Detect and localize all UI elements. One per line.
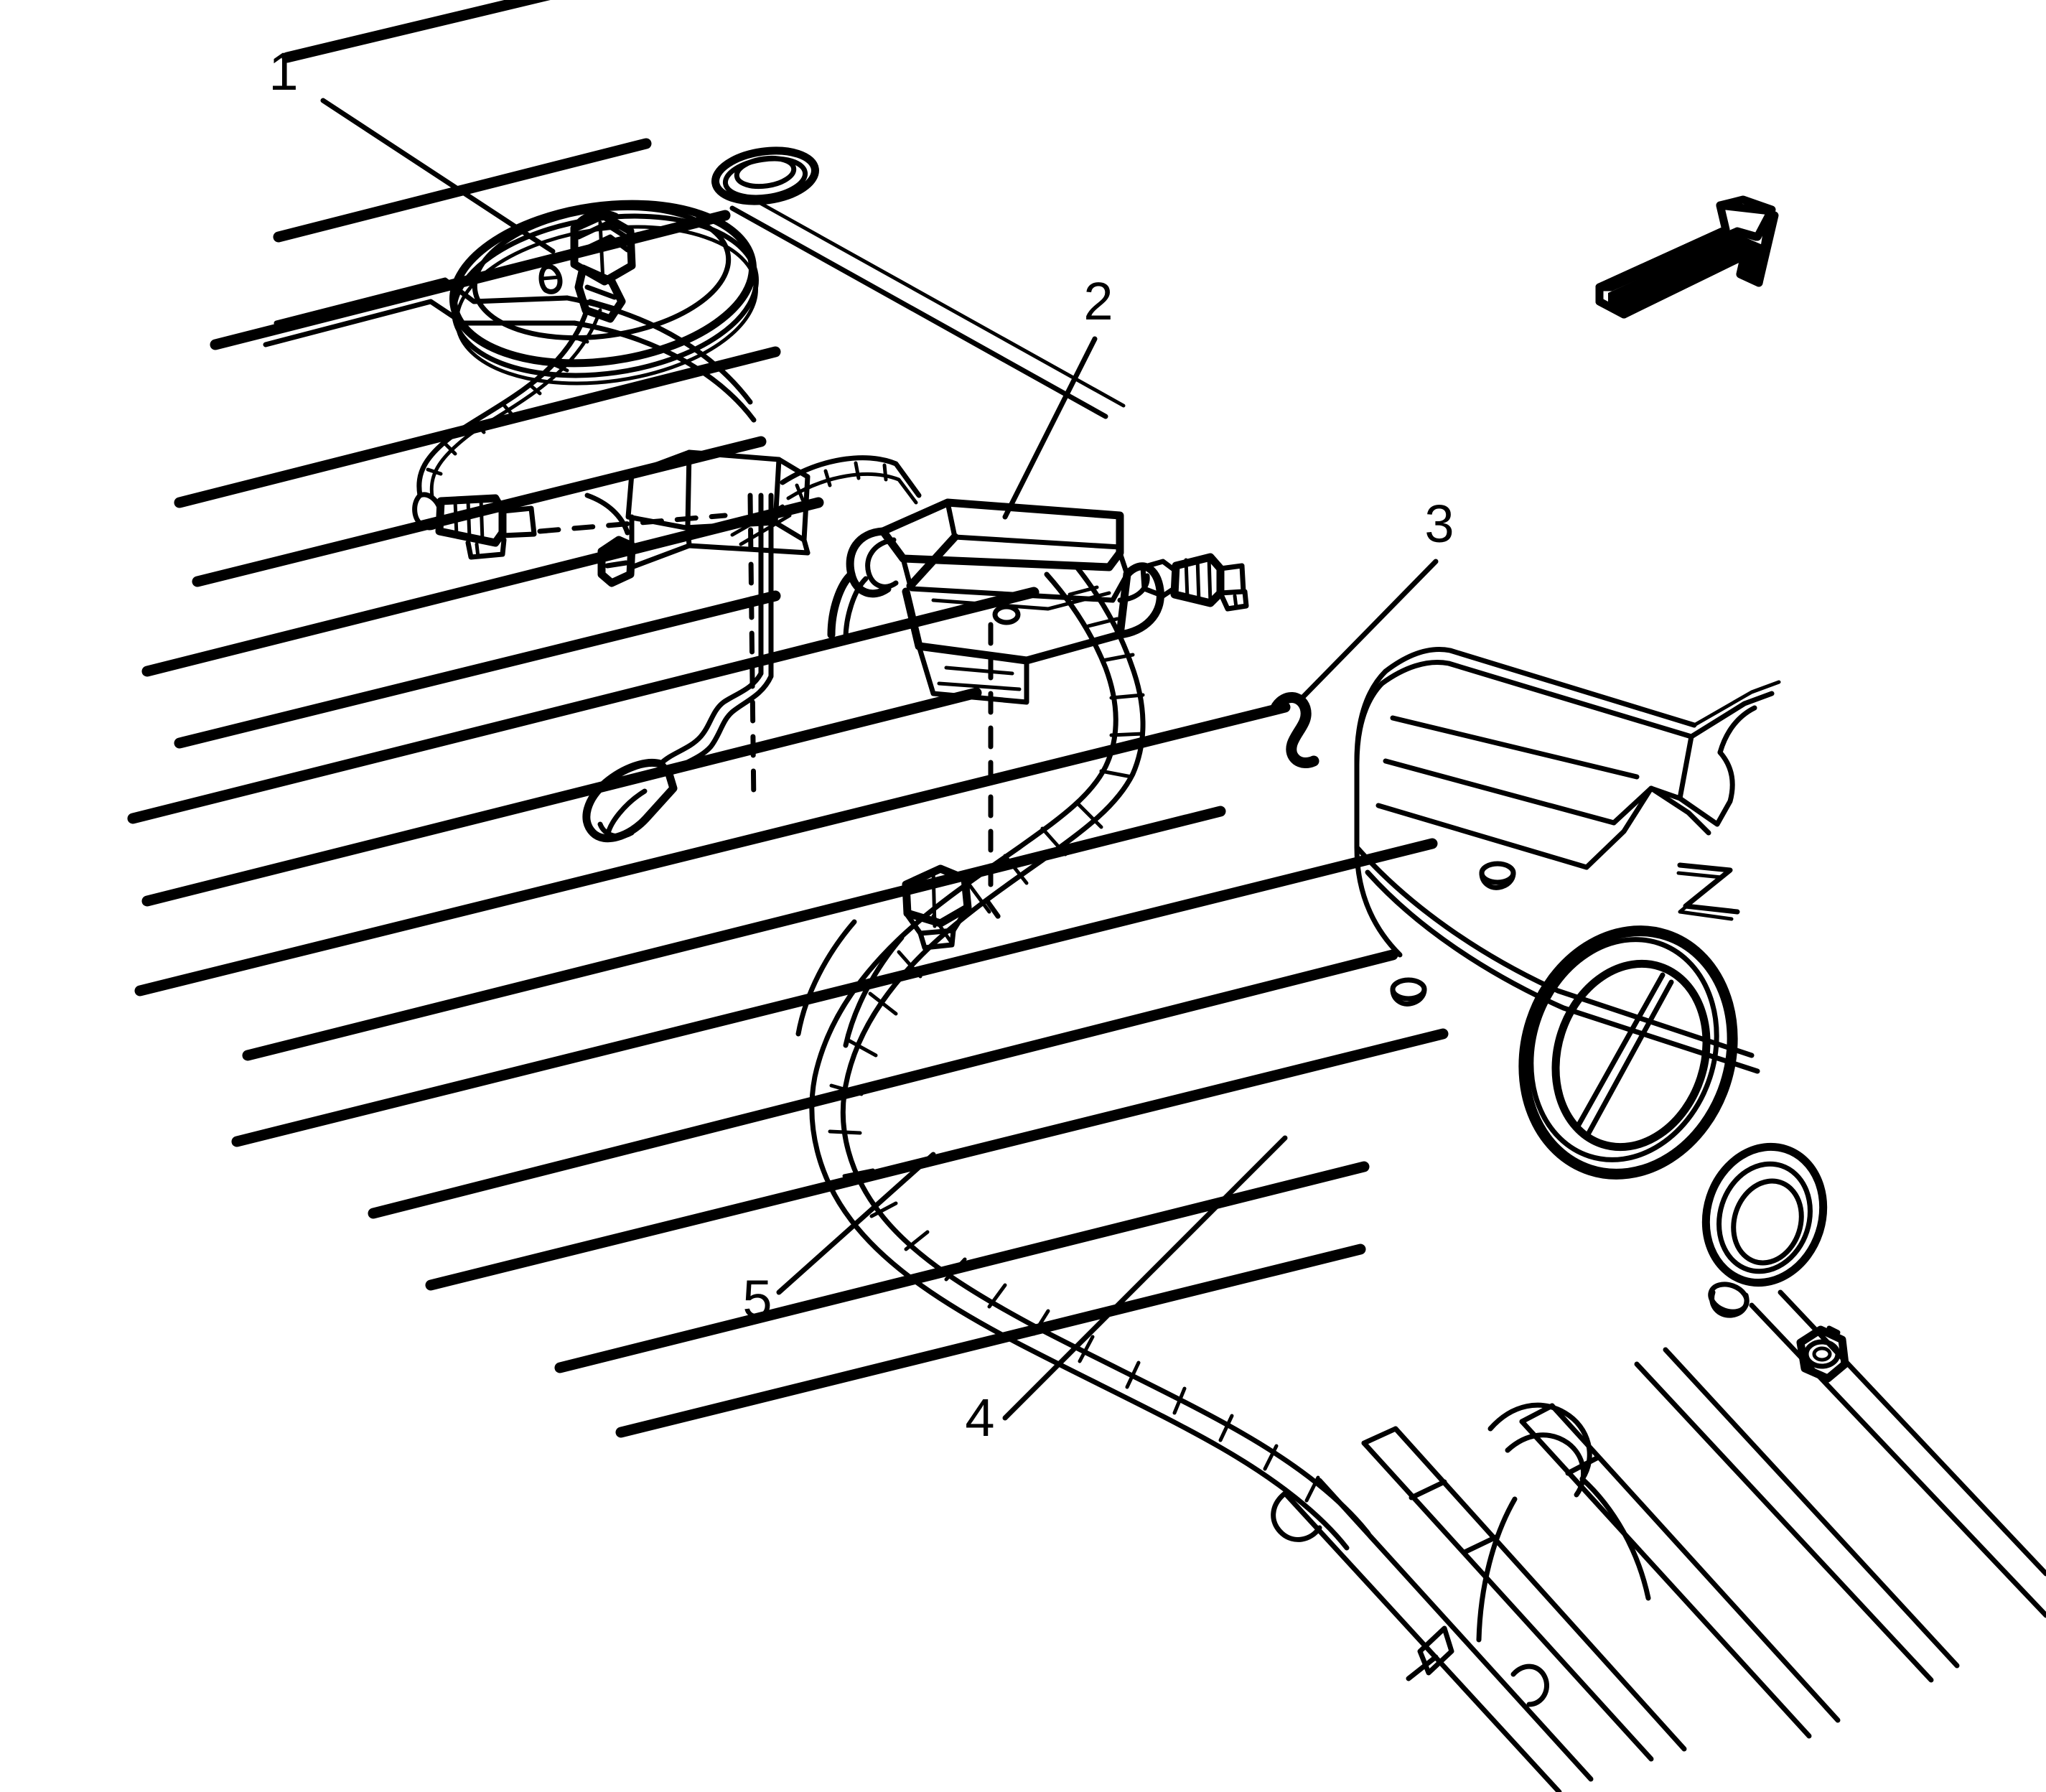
callout-numbers: 1 2 3 4 5 xyxy=(268,42,1454,1447)
inline-harness-connector-right xyxy=(1140,553,1249,612)
leader-line-2 xyxy=(1002,336,1098,520)
callout-number-4: 4 xyxy=(965,1388,994,1447)
leader-line-3 xyxy=(1295,559,1439,705)
orientation-arrow xyxy=(1595,195,1779,319)
callout-leader-lines xyxy=(320,98,1439,1421)
floor-reinforcement-box xyxy=(584,449,811,587)
callout-number-2: 2 xyxy=(1083,271,1113,331)
leader-line-1 xyxy=(320,98,556,254)
fuel-pump-module-connector xyxy=(570,210,636,323)
callout-number-3: 3 xyxy=(1424,494,1454,554)
underbody-harness-routing-clip-marker xyxy=(1271,692,1319,768)
harness-main-run xyxy=(780,455,1371,1551)
body-drain-hole-small xyxy=(1701,1142,1828,1287)
rear-floor-pan xyxy=(127,0,1449,1438)
corrugated-conduit-harness xyxy=(416,306,602,499)
harness-push-in-clip xyxy=(902,864,972,951)
body-drain-hole-large xyxy=(1518,925,1738,1180)
callout-number-5: 5 xyxy=(742,1269,772,1329)
fuel-tank-vent-grommet xyxy=(711,146,819,205)
rear-frame-rail-structure xyxy=(1271,1289,2046,1792)
leader-line-4 xyxy=(1002,1135,1288,1421)
harness-retaining-bracket xyxy=(827,498,1164,705)
callout-number-1: 1 xyxy=(268,42,298,101)
weld-stud-nubs xyxy=(1390,861,1750,1318)
ground-strap-eyelet xyxy=(582,493,774,843)
leader-line-5 xyxy=(776,1152,936,1295)
inline-harness-connector-left xyxy=(412,492,537,560)
fuel-tank-sending-unit-cover xyxy=(449,200,759,386)
